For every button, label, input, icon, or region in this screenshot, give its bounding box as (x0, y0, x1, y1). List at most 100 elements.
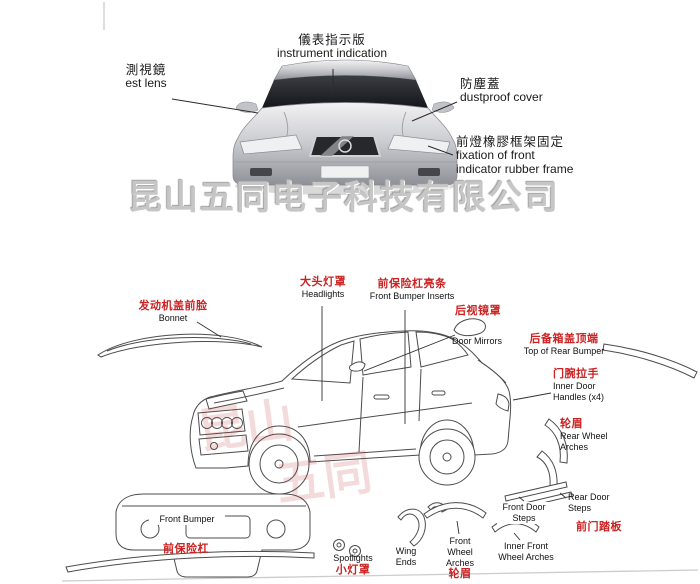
label-lens-zh: 測視鏡 (125, 63, 167, 77)
label-dustproof-en: dustproof cover (460, 90, 543, 105)
leader-rubber-frame (427, 145, 454, 156)
side-mirror-art (349, 361, 366, 372)
mirror-cover-part (453, 318, 486, 337)
label-top-rear-bumper-zh: 后备箱盖顶端 (529, 333, 599, 345)
windshield-line (290, 340, 355, 384)
label-rubber-frame: 前燈橡膠框架固定 fixation of front indicator rub… (456, 135, 616, 177)
label-inner-door-handles-en: Inner Door Handles (x4) (553, 381, 605, 402)
company-watermark: 昆山五同电子科技有限公司 (128, 179, 560, 217)
left-intake (250, 168, 272, 176)
leader-inner-front-arches (513, 532, 521, 541)
red-seal-watermark: 昆山 五同 (195, 394, 376, 512)
label-lens: 測視鏡 est lens (106, 63, 186, 91)
grille-bar (320, 136, 354, 156)
bonnet-part (97, 333, 263, 358)
label-front-door-steps-zh: 前门踏板 (576, 521, 622, 533)
wing-end-part-1 (397, 508, 426, 547)
car-windshield (262, 75, 428, 108)
leader-front-arches (456, 520, 460, 535)
seal-text-1: 昆山 (195, 394, 297, 460)
label-front-bumper-zh: 前保险杠 (163, 543, 209, 555)
rear-door-line (418, 368, 422, 422)
car-photo (232, 59, 458, 195)
label-rear-door-steps: Rear Door Steps (568, 492, 610, 513)
label-headlights: 大头灯罩 Headlights (291, 276, 355, 300)
label-door-mirrors-zh: 后视镜罩 (455, 305, 501, 317)
spotlight-part-2-inner (352, 548, 358, 554)
label-inner-door-handles-zh: 门腕拉手 (553, 368, 599, 380)
label-inner-front-wheel-arches: Inner Front Wheel Arches (498, 541, 554, 562)
label-bonnet: 发动机盖前脸 Bonnet (125, 300, 221, 324)
label-rubber-frame-zh: 前燈橡膠框架固定 (456, 135, 565, 149)
spotlight-part-1-inner (336, 542, 342, 548)
front-window (359, 331, 412, 376)
page-edge-lines (61, 2, 699, 582)
seal-text-2: 五同 (273, 446, 375, 512)
label-bumper-inserts-en: Front Bumper Inserts (369, 291, 455, 302)
front-bumper-art (198, 434, 249, 456)
license-plate (320, 165, 370, 179)
label-rear-wheel-arches-zh: 轮眉 (560, 418, 583, 430)
left-headlight (239, 134, 303, 155)
audi-rings (201, 417, 243, 429)
rear-bumper-top-strip (602, 343, 698, 379)
label-front-wheel-arches: Front Wheel Arches 轮眉 (436, 536, 484, 582)
fog-light-art (210, 442, 218, 450)
right-headlight (387, 134, 451, 155)
label-bonnet-en: Bonnet (158, 313, 188, 324)
hood-crease-line (213, 387, 285, 404)
bonnet-part-inner (106, 337, 252, 352)
label-instrument-zh: 儀表指示版 (298, 33, 366, 47)
left-mirror (235, 101, 259, 113)
label-front-wheel-arches-en: Front Wheel Arches (445, 536, 474, 568)
label-rear-wheel-arches: 轮眉 Rear Wheel Arches (560, 418, 608, 453)
leader-lines-top (171, 69, 458, 156)
leader-lens (171, 98, 259, 114)
leader-lines-bottom (196, 306, 567, 541)
rear-arch-band-1 (544, 418, 568, 464)
front-door-line (358, 376, 364, 453)
lower-lip-strip (65, 550, 315, 573)
leader-bonnet (196, 321, 222, 338)
label-rubber-frame-en1: fixation of front (456, 148, 535, 163)
rear-wheel-hub (442, 452, 452, 462)
spotlight-part-1 (333, 539, 345, 551)
rear-arch-band-2 (536, 450, 558, 488)
front-wheel-rim (259, 444, 299, 484)
label-door-mirrors-en: Door Mirrors (452, 336, 503, 346)
label-bumper-inserts-zh: 前保险杠亮条 (377, 278, 447, 290)
grille-emblem (338, 139, 352, 153)
headlight-art (205, 390, 248, 410)
label-top-rear-bumper-en: Top of Rear Bumper (523, 346, 605, 357)
rear-door-handle (431, 390, 446, 396)
leader-rear-steps (559, 492, 567, 499)
label-spotlights-zh: 小灯罩 (335, 563, 371, 576)
trunk-seam (477, 359, 507, 384)
label-headlights-zh: 大头灯罩 (300, 276, 346, 288)
label-headlights-en: Headlights (301, 289, 345, 300)
front-door-handle (373, 394, 390, 400)
label-dustproof-zh: 防塵蓋 (460, 77, 501, 91)
rear-wheel-rim (429, 439, 465, 475)
label-front-bumper-en: Front Bumper (149, 514, 225, 525)
sill-line (313, 448, 417, 457)
leader-front-steps (518, 496, 525, 502)
label-front-wheel-arches-zh: 轮眉 (448, 568, 472, 581)
label-lens-en: est lens (125, 76, 167, 91)
leader-dustproof (411, 101, 458, 122)
door-step-strip-1 (504, 481, 568, 502)
spotlight-part-2 (349, 545, 361, 557)
rear-lamp-art (495, 393, 510, 412)
label-top-rear-bumper: 后备箱盖顶端 Top of Rear Bumper (514, 333, 614, 357)
label-instrument-en: instrument indication (276, 46, 388, 61)
label-bumper-inserts: 前保险杠亮条 Front Bumper Inserts (366, 278, 458, 302)
label-rubber-frame-en2: indicator rubber frame (456, 162, 574, 177)
label-wing-ends: Wing Ends (395, 546, 417, 567)
label-rear-wheel-arches-en: Rear Wheel Arches (560, 431, 608, 452)
label-dustproof-cover: 防塵蓋 dustproof cover (460, 77, 580, 105)
right-intake (418, 168, 440, 176)
label-instrument-indication: 儀表指示版 instrument indication (257, 33, 407, 61)
label-spotlights-en: Spotlights (333, 553, 373, 563)
